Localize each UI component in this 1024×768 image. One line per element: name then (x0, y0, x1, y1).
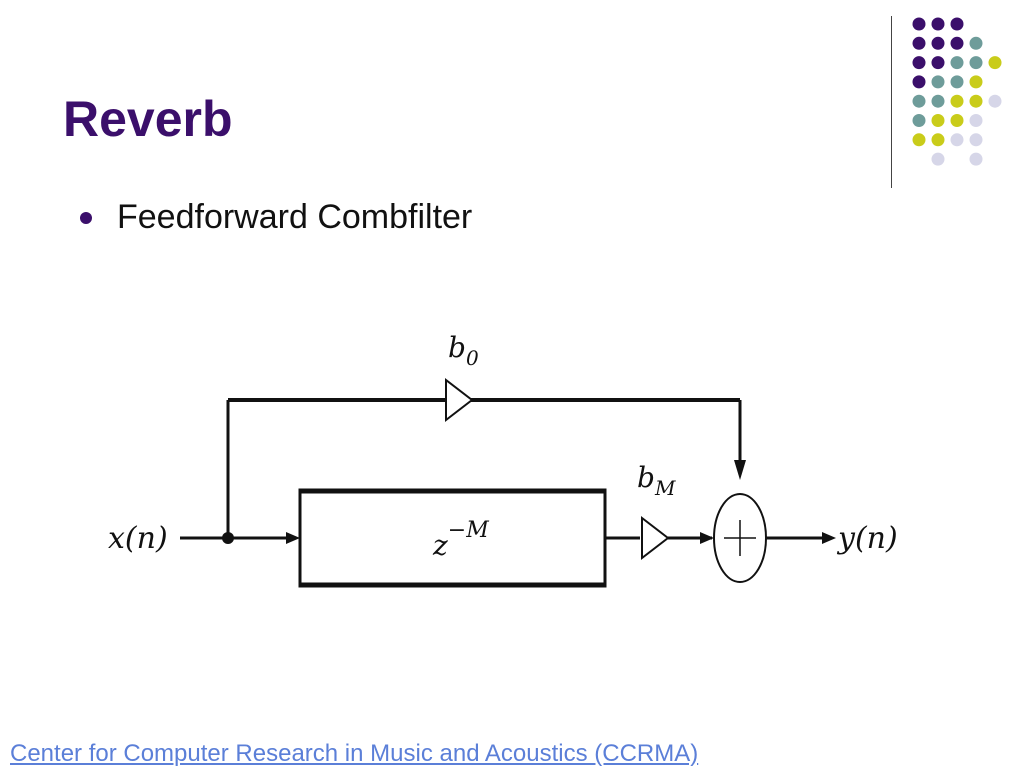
footer-link[interactable]: Center for Computer Research in Music an… (10, 740, 699, 767)
arrow-into-delay (286, 532, 300, 544)
decorative-dot (931, 17, 945, 31)
decorative-dot (950, 75, 964, 89)
decorative-dot (969, 75, 983, 89)
bullet-item: Feedforward Combfilter (80, 198, 472, 237)
bullet-text: Feedforward Combfilter (117, 198, 473, 236)
bullet-dot-icon (80, 211, 92, 224)
input-label: x(n) (108, 521, 168, 556)
delay-block (298, 488, 607, 588)
decorative-dot (969, 152, 983, 166)
decorative-dot (912, 75, 926, 89)
gain-b0-base: b (448, 331, 466, 364)
decorative-dot (931, 56, 945, 70)
decorative-dot (950, 17, 964, 31)
gain-b0-sub: 0 (466, 346, 479, 370)
split-node (222, 532, 234, 544)
arrow-into-sum-top (734, 460, 746, 480)
decorative-dot (969, 114, 983, 127)
decorative-dot (912, 94, 926, 108)
decorative-dot (950, 133, 964, 147)
decorative-dot (988, 94, 1002, 108)
gain-b0-label: b0 (448, 331, 479, 370)
output-label: y(n) (836, 521, 898, 556)
decorative-dot (969, 133, 983, 147)
decorative-dot (931, 75, 945, 89)
decorative-dot (931, 114, 945, 127)
decorative-dot (931, 36, 945, 50)
decorative-dot (950, 94, 964, 108)
slide-title: Reverb (63, 91, 233, 147)
decorative-dot (912, 36, 926, 50)
decorative-dot (950, 56, 964, 70)
decorative-dot (950, 114, 964, 127)
decorative-divider (891, 16, 892, 188)
decorative-dot (931, 152, 945, 166)
decorative-dot (912, 17, 926, 31)
decorative-dot (950, 36, 964, 50)
gain-bm-label: bM (637, 461, 676, 500)
decorative-dot (969, 36, 983, 50)
delay-base: z (432, 529, 448, 562)
gain-bm-triangle (641, 515, 670, 561)
decorative-dot (988, 56, 1002, 70)
decorative-dot (912, 133, 926, 147)
delay-exponent: −M (448, 518, 489, 543)
delay-label: z−M (432, 518, 489, 562)
arrow-output (822, 532, 836, 544)
gain-bm-sub: M (654, 476, 676, 500)
arrow-into-sum-left (700, 532, 714, 544)
decorative-dot (969, 56, 983, 70)
decorative-dot (969, 94, 983, 108)
decorative-dot (912, 56, 926, 70)
decorative-dot (931, 94, 945, 108)
gain-b0-triangle (445, 377, 474, 423)
comb-filter-diagram: b0 x(n) z−M bM y(n) (108, 331, 898, 588)
decorative-dot (912, 114, 926, 127)
decorative-dot (931, 133, 945, 147)
gain-bm-base: b (637, 461, 655, 494)
decorative-dot-grid (912, 17, 1002, 166)
